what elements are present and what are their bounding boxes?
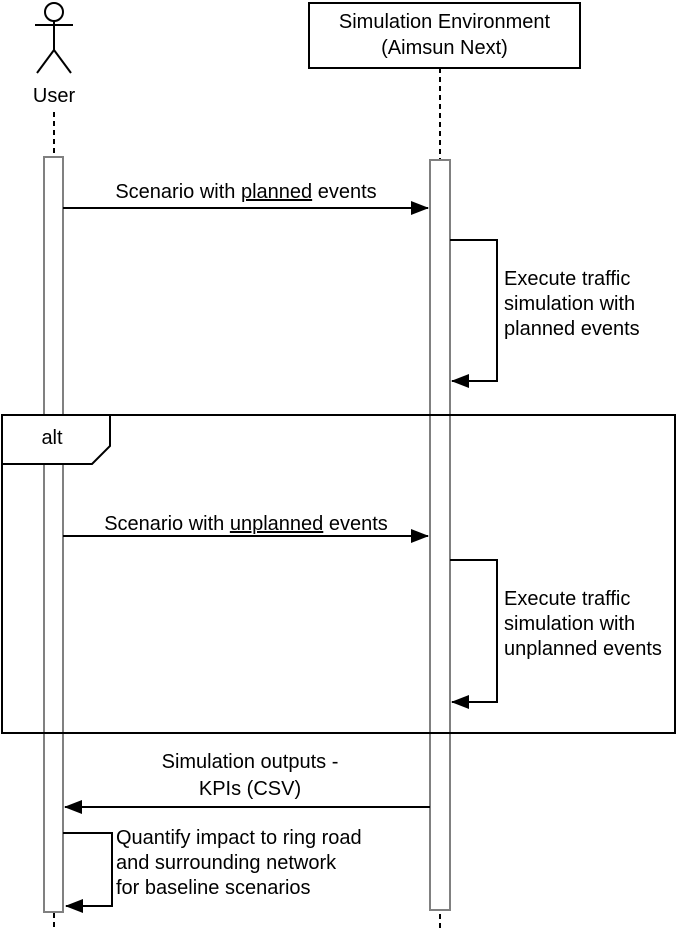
planned-scenario-suffix: events [312, 181, 377, 203]
user-actor-icon [35, 2, 73, 74]
simulation-activation-bar [429, 159, 451, 911]
planned-scenario-prefix: Scenario with [115, 181, 241, 203]
execute-unplanned-message-label: Execute traffic simulation with unplanne… [504, 588, 662, 660]
alt-fragment-frame [1, 414, 676, 734]
planned-scenario-message-label: Scenario with planned events [63, 155, 429, 205]
simulation-participant-box [308, 2, 581, 69]
quantify-impact-self-loop [63, 832, 113, 913]
execute-planned-self-loop [450, 239, 498, 388]
quantify-impact-message-label: Quantify impact to ring road and surroun… [116, 827, 362, 899]
execute-unplanned-self-loop [450, 559, 498, 709]
alt-fragment-label-tab [1, 414, 111, 465]
unplanned-scenario-prefix: Scenario with [104, 513, 230, 535]
execute-planned-message-label: Execute traffic simulation with planned … [504, 268, 640, 340]
unplanned-scenario-emphasis: unplanned [229, 513, 324, 535]
user-actor-label: User [32, 85, 76, 107]
unplanned-scenario-message-label: Scenario with unplanned events [63, 487, 429, 537]
simulation-participant-label: Simulation Environment (Aimsun Next) [338, 11, 551, 59]
simulation-outputs-message-label: Simulation outputs - KPIs (CSV) [161, 751, 339, 800]
unplanned-scenario-suffix: events [323, 513, 388, 535]
planned-scenario-emphasis: planned [240, 181, 313, 203]
user-activation-bar [43, 156, 64, 913]
alt-operator-label: alt [41, 427, 63, 449]
